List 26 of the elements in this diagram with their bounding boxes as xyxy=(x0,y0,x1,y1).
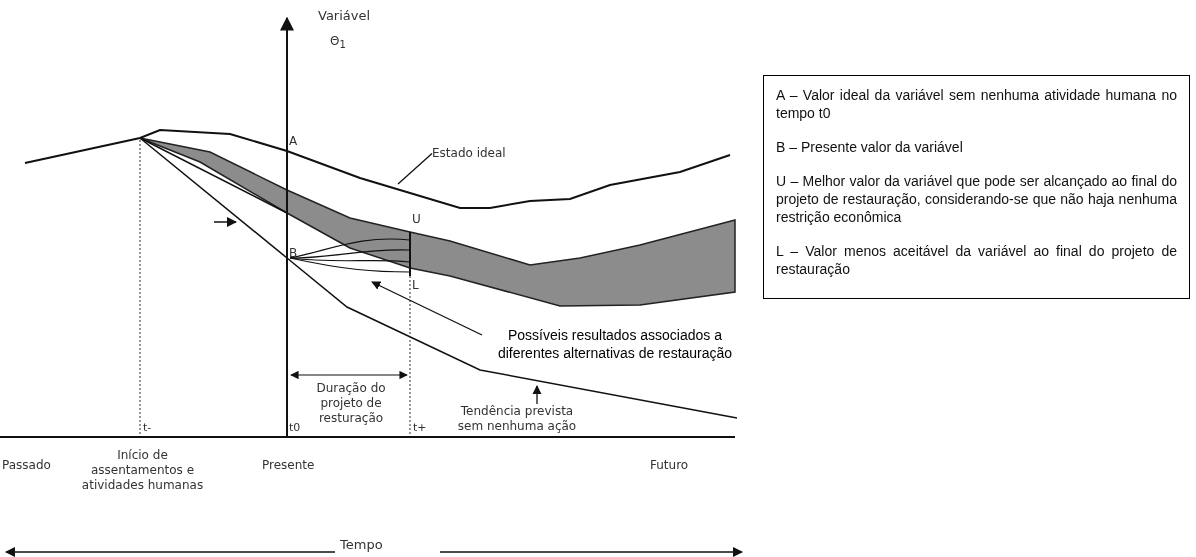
text-box xyxy=(763,75,1190,299)
point-label: L xyxy=(412,278,419,293)
definition-text: L – Valor menos aceitável da variável ao final do projeto de restauração xyxy=(776,242,1177,278)
axis-label: Variável xyxy=(318,8,371,23)
time-label: t+ xyxy=(413,420,427,435)
definition-text: U – Melhor valor da variável que pode ser alcançado ao final do projeto de restauração, considerando-se que não haja nenhuma restrição econômica xyxy=(776,172,1177,226)
point-label: A xyxy=(289,134,298,149)
time-label: t- xyxy=(143,420,152,435)
time-label: t0 xyxy=(289,420,301,435)
leader-line xyxy=(532,385,542,405)
definition-text: A – Valor ideal da variável sem nenhuma atividade humana no tempo t0 xyxy=(776,86,1177,122)
variable-symbol: Θ$_{1}$ xyxy=(330,34,346,53)
leader-line xyxy=(371,281,483,336)
leader-line xyxy=(397,152,433,185)
period-label: Futuro xyxy=(650,458,689,473)
duration-label: Duração do projeto de resturação xyxy=(315,381,387,426)
curve-label: Tendência prevista sem nenhuma ação xyxy=(452,404,582,434)
period-label: Presente xyxy=(262,458,315,473)
event-label: Início de assentamentos e atividades humanas xyxy=(80,448,205,493)
axis-label: Tempo xyxy=(340,537,383,552)
period-label: Passado xyxy=(2,458,51,473)
definition-text: B – Presente valor da variável xyxy=(776,138,964,156)
curve-label: Estado ideal xyxy=(432,146,506,161)
point-label: U xyxy=(412,212,421,227)
point-label: B xyxy=(289,246,298,261)
callout-text: Possíveis resultados associados a diferentes alternativas de restauração xyxy=(482,326,748,362)
